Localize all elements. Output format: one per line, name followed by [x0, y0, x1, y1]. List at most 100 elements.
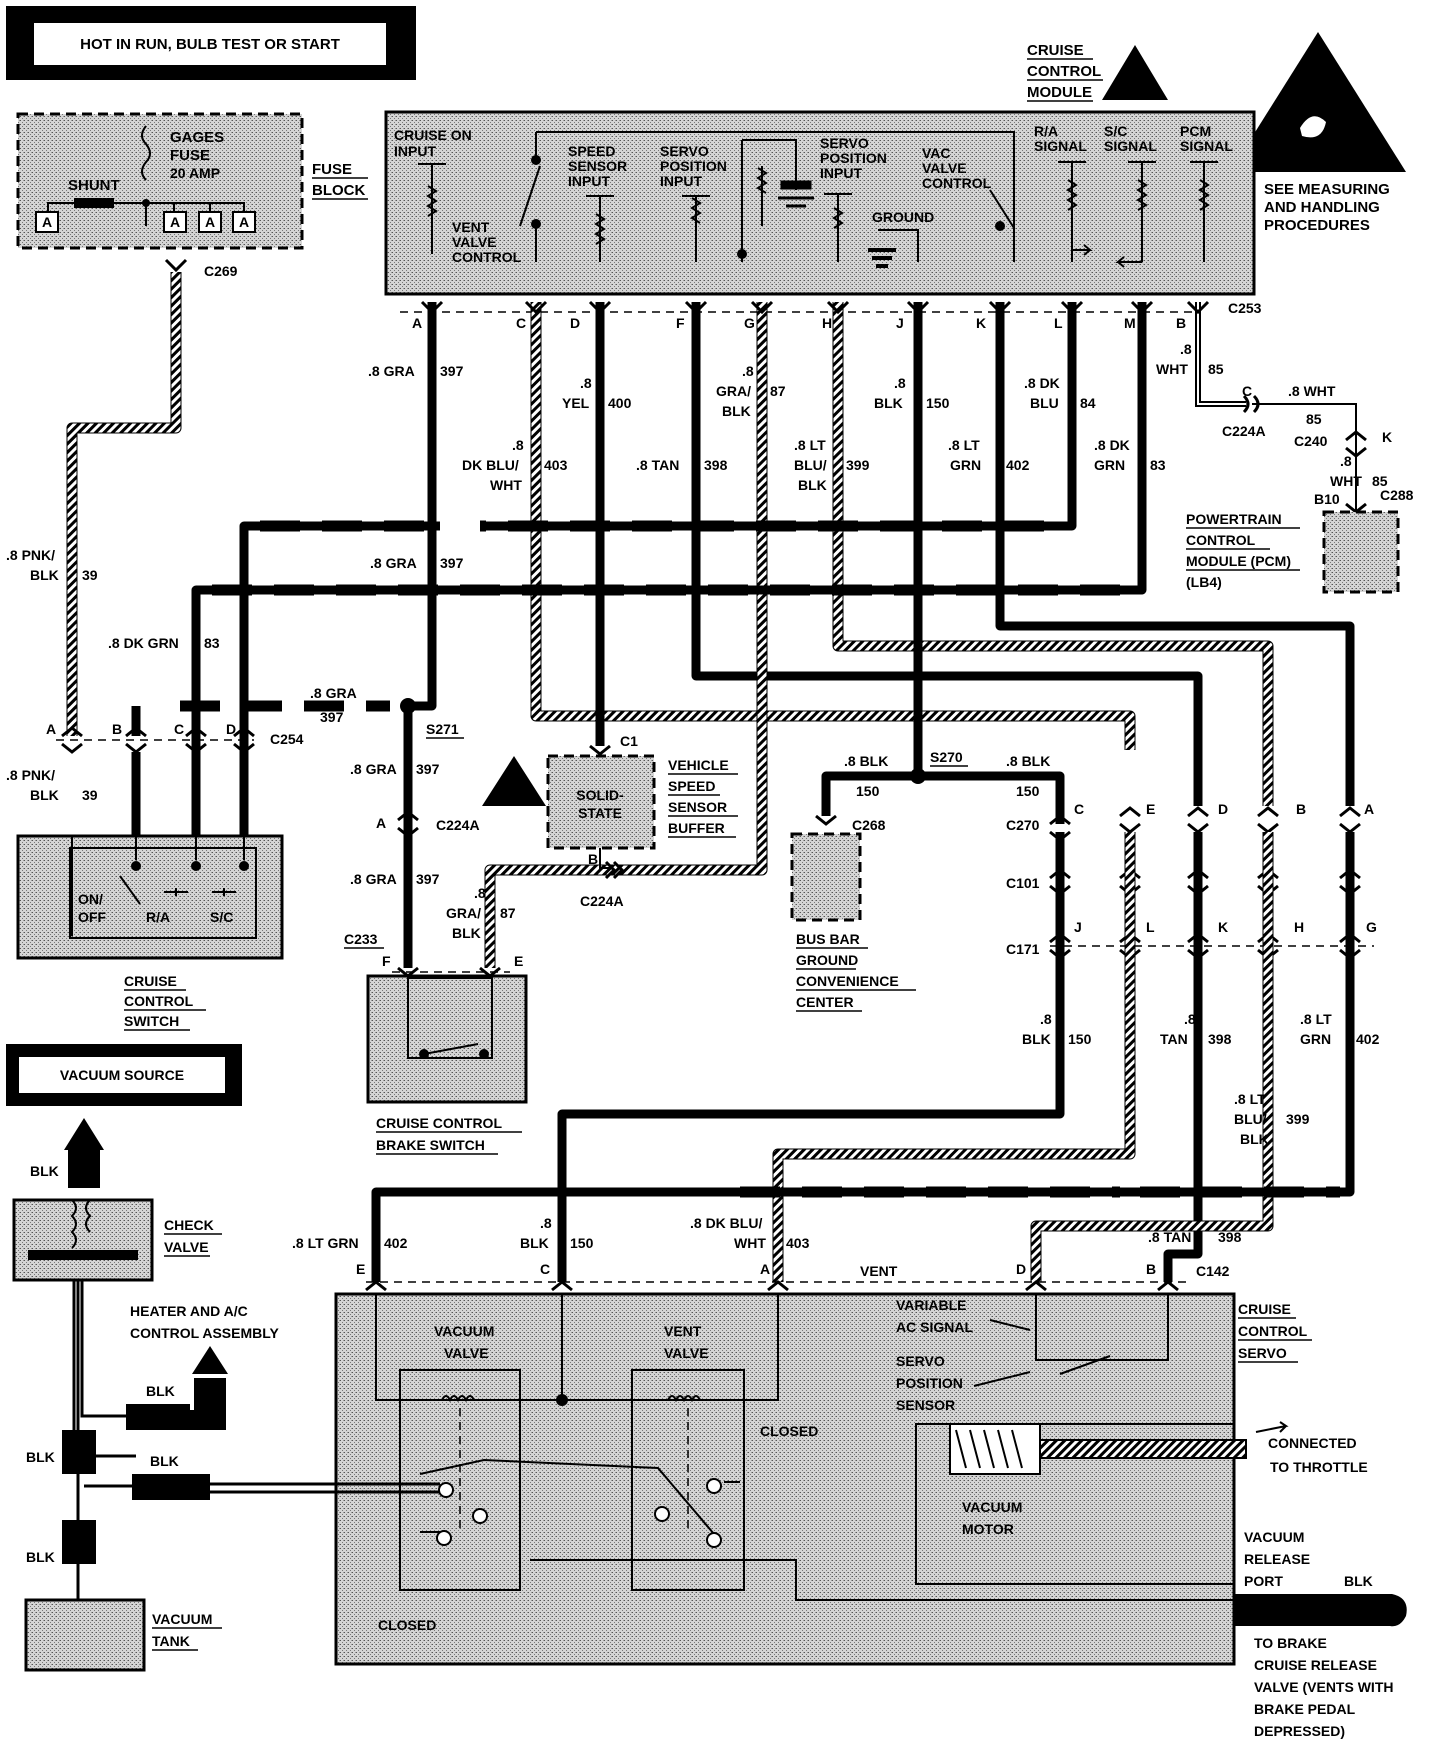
svg-text:R/A: R/A — [1034, 123, 1058, 139]
cruise-control-switch: A B C D C254 ON/ OFF R/A S/C CRUISE CONT… — [16, 526, 304, 1031]
svg-text:.8 GRA: .8 GRA — [368, 363, 415, 379]
svg-text:C: C — [1074, 801, 1084, 817]
vacuum-tank-title: VACUUM — [152, 1611, 212, 1627]
svg-text:K: K — [1382, 429, 1392, 445]
svg-text:.8: .8 — [1184, 1011, 1196, 1027]
svg-text:INPUT: INPUT — [820, 165, 862, 181]
svg-text:TAN: TAN — [1160, 1031, 1188, 1047]
check-valve-spring-icon — [70, 1199, 92, 1249]
svg-text:B10: B10 — [1314, 491, 1340, 507]
svg-text:39: 39 — [82, 567, 98, 583]
pcm-box — [1322, 510, 1400, 594]
svg-text:GRN: GRN — [1094, 457, 1125, 473]
svg-text:SENSOR: SENSOR — [668, 799, 727, 815]
svg-text:TANK: TANK — [152, 1633, 190, 1649]
svg-text:E: E — [356, 1261, 365, 1277]
cruise-control-servo: E C A D B VENT C142 VACUUM VALVE VENT VA… — [334, 1261, 1407, 1739]
vacuum-release-hose — [1234, 1594, 1407, 1627]
wire-150-blk-lower — [557, 832, 1065, 1282]
svg-text:402: 402 — [1356, 1031, 1380, 1047]
power-source-label: HOT IN RUN, BULB TEST OR START — [80, 36, 340, 53]
svg-text:GRA/: GRA/ — [716, 383, 751, 399]
svg-text:BLK: BLK — [874, 395, 903, 411]
svg-text:VACUUM: VACUUM — [1244, 1529, 1304, 1545]
svg-text:B: B — [1176, 315, 1186, 331]
svg-text:.8: .8 — [474, 885, 486, 901]
vacuum-source-label: VACUUM SOURCE — [60, 1067, 184, 1083]
svg-text:TO BRAKE: TO BRAKE — [1254, 1635, 1327, 1651]
svg-text:400: 400 — [608, 395, 632, 411]
svg-text:A: A — [1364, 801, 1374, 817]
svg-text:C288: C288 — [1380, 487, 1414, 503]
svg-text:SERVO: SERVO — [660, 143, 709, 159]
svg-text:RELEASE: RELEASE — [1244, 1551, 1310, 1567]
c142-label: C142 — [1196, 1263, 1230, 1279]
svg-text:85: 85 — [1208, 361, 1224, 377]
svg-text:C: C — [540, 1261, 550, 1277]
servo-housing — [334, 1292, 1236, 1666]
svg-text:INPUT: INPUT — [394, 143, 436, 159]
wire-403-lower — [773, 832, 1135, 1282]
svg-text:YEL: YEL — [562, 395, 590, 411]
svg-text:(LB4): (LB4) — [1186, 574, 1222, 590]
svg-text:K: K — [976, 315, 986, 331]
wire-402-lt-grn — [995, 302, 1355, 806]
svg-text:.8 LT GRN: .8 LT GRN — [292, 1235, 359, 1251]
svg-text:BLK: BLK — [30, 1163, 59, 1179]
svg-text:.8 GRA: .8 GRA — [350, 761, 397, 777]
pcm-branch: C .8 WHT C224A 85 C240 K .8 WHT 85 B10 C… — [1186, 383, 1414, 594]
fuse-element-icon — [141, 125, 151, 181]
pcm-title: POWERTRAIN — [1186, 511, 1282, 527]
svg-text:INPUT: INPUT — [568, 173, 610, 189]
bus-bar-title: BUS BAR — [796, 931, 860, 947]
power-source-box: HOT IN RUN, BULB TEST OR START — [6, 6, 416, 80]
svg-text:M: M — [1124, 315, 1136, 331]
svg-text:402: 402 — [1006, 457, 1030, 473]
svg-text:D: D — [570, 315, 580, 331]
ground-symbol-icon — [868, 248, 896, 268]
svg-text:C171: C171 — [1006, 941, 1040, 957]
svg-text:.8: .8 — [742, 363, 754, 379]
s270-splice-group: S270 .8 BLK 150 .8 BLK 150 C268 BUS BAR … — [790, 749, 1065, 1012]
svg-text:C101: C101 — [1006, 875, 1040, 891]
module-title: CRUISE — [1027, 42, 1084, 59]
svg-text:R/A: R/A — [146, 909, 170, 925]
svg-text:PCM: PCM — [1180, 123, 1211, 139]
gages-label: GAGES — [170, 129, 224, 146]
svg-text:BLK: BLK — [1022, 1031, 1051, 1047]
svg-text:F: F — [382, 953, 391, 969]
c253-pins: A C D F G H J K L M B — [412, 300, 1210, 331]
svg-text:A: A — [239, 214, 249, 230]
svg-text:BLK: BLK — [26, 1449, 55, 1465]
svg-text:CONNECTED: CONNECTED — [1268, 1435, 1357, 1451]
svg-text:398: 398 — [704, 457, 728, 473]
svg-text:SENSOR: SENSOR — [568, 158, 627, 174]
svg-text:BLU/: BLU/ — [1234, 1111, 1267, 1127]
wire-85-wht — [1195, 302, 1246, 407]
check-valve-box — [12, 1198, 154, 1282]
svg-text:WHT: WHT — [1330, 473, 1362, 489]
svg-text:A: A — [376, 815, 386, 831]
svg-text:150: 150 — [1068, 1031, 1092, 1047]
svg-text:SENSOR: SENSOR — [896, 1397, 955, 1413]
svg-text:84: 84 — [1080, 395, 1096, 411]
svg-text:VALVE: VALVE — [452, 234, 497, 250]
c233-label: C233 — [344, 931, 378, 947]
fuse-block-title: FUSE — [312, 161, 352, 178]
svg-text:CONTROL: CONTROL — [124, 993, 194, 1009]
svg-text:.8 BLK: .8 BLK — [1006, 753, 1050, 769]
brake-switch-housing — [366, 974, 528, 1104]
shunt-label: SHUNT — [68, 177, 120, 194]
svg-text:L: L — [1054, 315, 1063, 331]
svg-text:POSITION: POSITION — [820, 150, 887, 166]
upper-wire-labels: .8 GRA 397 .8 DK BLU/ WHT 403 .8 YEL 400… — [368, 341, 1224, 493]
svg-text:POSITION: POSITION — [896, 1375, 963, 1391]
svg-text:BLK: BLK — [798, 477, 827, 493]
svg-text:MODULE: MODULE — [1027, 84, 1092, 101]
svg-text:DK BLU/: DK BLU/ — [462, 457, 519, 473]
svg-text:CRUISE ON: CRUISE ON — [394, 127, 472, 143]
svg-text:VACUUM: VACUUM — [434, 1323, 494, 1339]
wire-399-lt-blu-blk — [833, 302, 1273, 806]
svg-text:BLK: BLK — [1344, 1573, 1373, 1589]
svg-text:83: 83 — [204, 635, 220, 651]
